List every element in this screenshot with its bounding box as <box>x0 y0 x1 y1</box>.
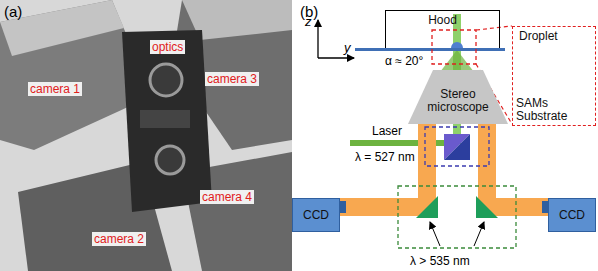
light-cone <box>440 50 474 72</box>
camera-mount <box>340 201 346 213</box>
label: y <box>344 40 351 55</box>
label: camera 2 <box>92 232 146 246</box>
label: z <box>305 14 312 29</box>
y-axis <box>318 57 354 58</box>
node-text: Hood <box>428 14 457 27</box>
label: camera 3 <box>205 72 259 86</box>
zoom-leader <box>476 26 512 30</box>
photo-ground <box>0 0 292 271</box>
label: α ≈ 20° <box>385 54 423 68</box>
label: λ > 535 nm <box>410 254 470 268</box>
prism <box>476 196 498 218</box>
node-text: Droplet <box>519 30 558 43</box>
beam-splitter <box>444 134 470 160</box>
node-text: CCD <box>303 209 329 222</box>
node-text: SAMs Substrate <box>516 97 572 123</box>
detail-frame <box>432 30 476 64</box>
hood-box: Hood <box>385 10 500 48</box>
splitter-frame <box>425 127 489 166</box>
camera-face <box>0 0 124 56</box>
laser-beam <box>350 140 457 146</box>
ccd-camera: CCD <box>548 198 596 232</box>
optics-bar <box>140 110 190 128</box>
node-text: Stereo microscope <box>427 88 488 114</box>
substrate <box>355 48 505 51</box>
pointer <box>430 222 440 246</box>
emission-beam <box>496 198 548 216</box>
node-text: CCD <box>559 209 585 222</box>
prism <box>416 196 438 218</box>
zoom-box: DropletSAMs Substrate <box>512 26 596 126</box>
emission-beam <box>340 198 418 216</box>
apparatus-photo <box>0 0 292 271</box>
microscope-shape <box>408 70 508 124</box>
label: λ = 527 nm <box>355 150 415 164</box>
pointer <box>474 222 484 246</box>
label: camera 1 <box>28 82 82 96</box>
beam-splitter <box>444 134 470 160</box>
label: Laser <box>372 124 402 138</box>
microscope: Stereo microscope <box>408 70 508 124</box>
label: camera 4 <box>200 190 254 204</box>
label: optics <box>150 40 185 54</box>
z-axis <box>317 20 318 58</box>
ccd-camera: CCD <box>292 198 340 232</box>
lens <box>156 146 184 174</box>
filter-frame <box>398 186 516 248</box>
lens <box>150 64 182 96</box>
label: (a) <box>4 3 22 20</box>
droplet <box>451 42 463 48</box>
optics-mount <box>122 30 212 212</box>
